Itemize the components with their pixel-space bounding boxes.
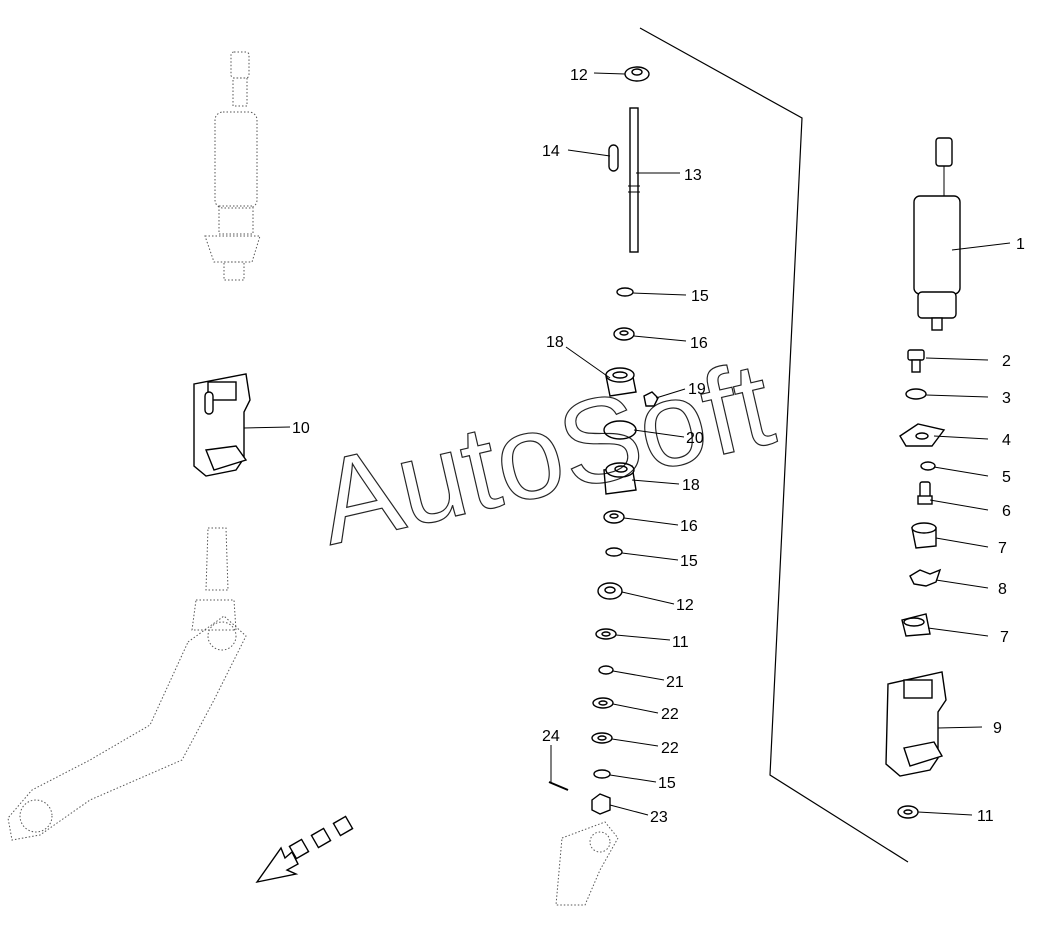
callout-13: 13 bbox=[684, 167, 702, 184]
part-14-key bbox=[608, 144, 619, 172]
callout-12-upper: 12 bbox=[570, 67, 588, 84]
part-8-spider bbox=[909, 568, 942, 587]
callout-2: 2 bbox=[1002, 353, 1011, 370]
part-22-washer-lower bbox=[591, 732, 613, 744]
part-13-shaft bbox=[628, 107, 640, 253]
callout-16-lower: 16 bbox=[680, 518, 698, 535]
callout-24: 24 bbox=[542, 728, 560, 745]
callout-10: 10 bbox=[292, 420, 310, 437]
part-21-washer bbox=[598, 665, 614, 675]
callout-4: 4 bbox=[1002, 432, 1011, 449]
callout-22-lower: 22 bbox=[661, 740, 679, 757]
dimmed-pedal-lever bbox=[7, 527, 247, 841]
part-9-bracket bbox=[885, 671, 947, 777]
callout-22-upper: 22 bbox=[661, 706, 679, 723]
part-1-motor bbox=[913, 137, 961, 331]
part-5-washer bbox=[920, 461, 936, 471]
callout-5: 5 bbox=[1002, 469, 1011, 486]
callout-9: 9 bbox=[993, 720, 1002, 737]
callout-12-lower: 12 bbox=[676, 597, 694, 614]
callout-20: 20 bbox=[686, 430, 704, 447]
callout-15-middle: 15 bbox=[680, 553, 698, 570]
part-16-seal-upper bbox=[613, 327, 635, 341]
callout-18-upper: 18 bbox=[546, 334, 564, 351]
part-4-plate bbox=[899, 423, 946, 447]
callout-11-right: 11 bbox=[977, 808, 994, 825]
callout-11-center: 11 bbox=[672, 634, 689, 651]
part-12-bearing-lower bbox=[597, 582, 623, 600]
part-24-pin bbox=[548, 781, 569, 791]
callout-7-upper: 7 bbox=[998, 540, 1007, 557]
part-15-circlip-lower bbox=[593, 769, 611, 779]
dimmed-lower-lever bbox=[555, 821, 619, 906]
part-2-bolt bbox=[907, 349, 925, 373]
callout-23: 23 bbox=[650, 809, 668, 826]
callout-15-upper: 15 bbox=[691, 288, 709, 305]
part-7-coupling-upper bbox=[911, 522, 937, 549]
part-15-circlip-upper bbox=[616, 287, 634, 297]
callout-labels: 1 2 3 4 5 6 7 8 7 9 11 12 14 13 15 16 18… bbox=[292, 67, 1025, 826]
part-18-coupling-lower bbox=[603, 462, 637, 495]
dimmed-motor-assembly bbox=[204, 51, 261, 281]
callout-21: 21 bbox=[666, 674, 684, 691]
callout-15-lower: 15 bbox=[658, 775, 676, 792]
part-7-coupling-lower bbox=[901, 613, 931, 637]
part-11-washer-center bbox=[595, 628, 617, 640]
part-12-bearing-top bbox=[624, 66, 650, 82]
callout-1: 1 bbox=[1016, 236, 1025, 253]
part-3-washer bbox=[905, 388, 927, 400]
leader-lines bbox=[243, 72, 1011, 816]
part-16-seal-lower bbox=[603, 510, 625, 524]
part-15-circlip-middle bbox=[605, 547, 623, 557]
part-18-coupling-upper bbox=[605, 367, 637, 397]
direction-arrow-icon bbox=[255, 815, 354, 884]
callout-16-upper: 16 bbox=[690, 335, 708, 352]
part-22-washer-upper bbox=[592, 697, 614, 709]
part-23-nut bbox=[591, 793, 611, 815]
callout-18-lower: 18 bbox=[682, 477, 700, 494]
watermark: AutoSoft bbox=[306, 336, 785, 570]
part-6-screw bbox=[917, 481, 933, 505]
callout-19: 19 bbox=[688, 381, 706, 398]
callout-3: 3 bbox=[1002, 390, 1011, 407]
explosion-frame-line bbox=[639, 27, 909, 863]
part-19-nut bbox=[643, 391, 659, 407]
callout-8: 8 bbox=[998, 581, 1007, 598]
part-11-washer-right bbox=[897, 805, 919, 819]
part-10-bracket bbox=[193, 373, 251, 477]
callout-6: 6 bbox=[1002, 503, 1011, 520]
callout-7-lower: 7 bbox=[1000, 629, 1009, 646]
callout-14: 14 bbox=[542, 143, 560, 160]
